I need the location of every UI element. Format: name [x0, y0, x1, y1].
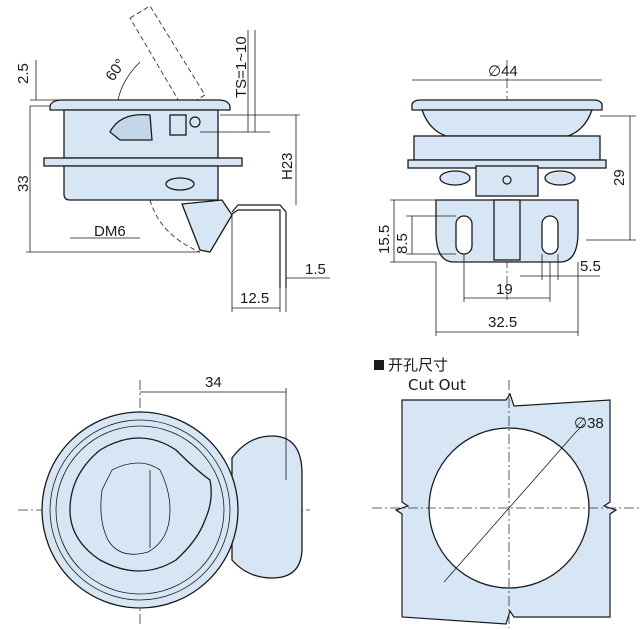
- swing-path: [149, 199, 201, 253]
- angle-arc: [117, 61, 141, 101]
- latch-tongue: [493, 199, 521, 261]
- latch: [181, 199, 233, 253]
- diameter-leader: [574, 423, 585, 434]
- side-flange: [49, 99, 231, 111]
- dim-dm-label: DM6: [94, 223, 126, 240]
- mounting-plate: [43, 157, 243, 167]
- pin: [502, 175, 512, 185]
- front-view: ∅44 29 15.5 8.5 5.5 19 32.5: [376, 60, 636, 336]
- diameter-line: [443, 432, 576, 583]
- slot-left: [455, 215, 473, 255]
- center-block: [475, 165, 539, 197]
- bracket-tab: [231, 435, 303, 579]
- bracket: [231, 204, 287, 288]
- dim-h23-label: H23: [279, 152, 296, 180]
- front-bezel: [421, 109, 593, 137]
- dim-bracket-thickness-label: 1.5: [305, 261, 326, 278]
- cutout-title-en: Cut Out: [408, 376, 466, 394]
- front-flange: [411, 99, 603, 111]
- handle-recess: [69, 437, 212, 572]
- dim-slot-spacing-label: 19: [496, 281, 513, 298]
- dim-diameter-label: ∅44: [488, 63, 518, 80]
- dim-angle-label: 60°: [102, 56, 129, 84]
- lock-knob: [169, 114, 187, 136]
- front-body: [413, 135, 601, 161]
- top-view: 34: [18, 374, 310, 625]
- dim-width-label: 34: [205, 374, 222, 391]
- lever-open-outline: [129, 5, 206, 109]
- dim-ts-label: TS=1~10: [233, 36, 250, 98]
- square-bullet: [374, 360, 384, 370]
- nut-right: [544, 170, 576, 186]
- dim-height-total-label: 33: [15, 175, 32, 192]
- cutout-diameter-label: ∅38: [574, 415, 604, 432]
- dim-bracket-width-label: 32.5: [488, 314, 517, 331]
- dim-slot-offset-label: 5.5: [580, 258, 601, 275]
- pivot-circle: [189, 116, 201, 128]
- cutout-title-cn: 开孔尺寸: [388, 356, 448, 374]
- nut: [165, 177, 195, 191]
- nut-left: [439, 170, 471, 186]
- dim-slot-height-label: 15.5: [376, 225, 393, 254]
- dim-bracket-width-label: 12.5: [240, 290, 269, 307]
- handle: [109, 113, 153, 141]
- side-lower-body: [63, 165, 219, 201]
- dim-height-label: 29: [611, 169, 628, 186]
- side-view: 2.5 33 60° TS=1~10 H23 DM6 1.5 12.5: [15, 5, 330, 312]
- ring-3: [55, 425, 225, 595]
- slot-right: [541, 215, 559, 255]
- handle-inner: [100, 462, 171, 555]
- ring-2: [49, 419, 231, 601]
- cutout-view: 开孔尺寸 Cut Out ∅38: [372, 356, 640, 628]
- dim-slot-inner-label: 8.5: [394, 233, 411, 254]
- dim-flange-label: 2.5: [15, 63, 32, 84]
